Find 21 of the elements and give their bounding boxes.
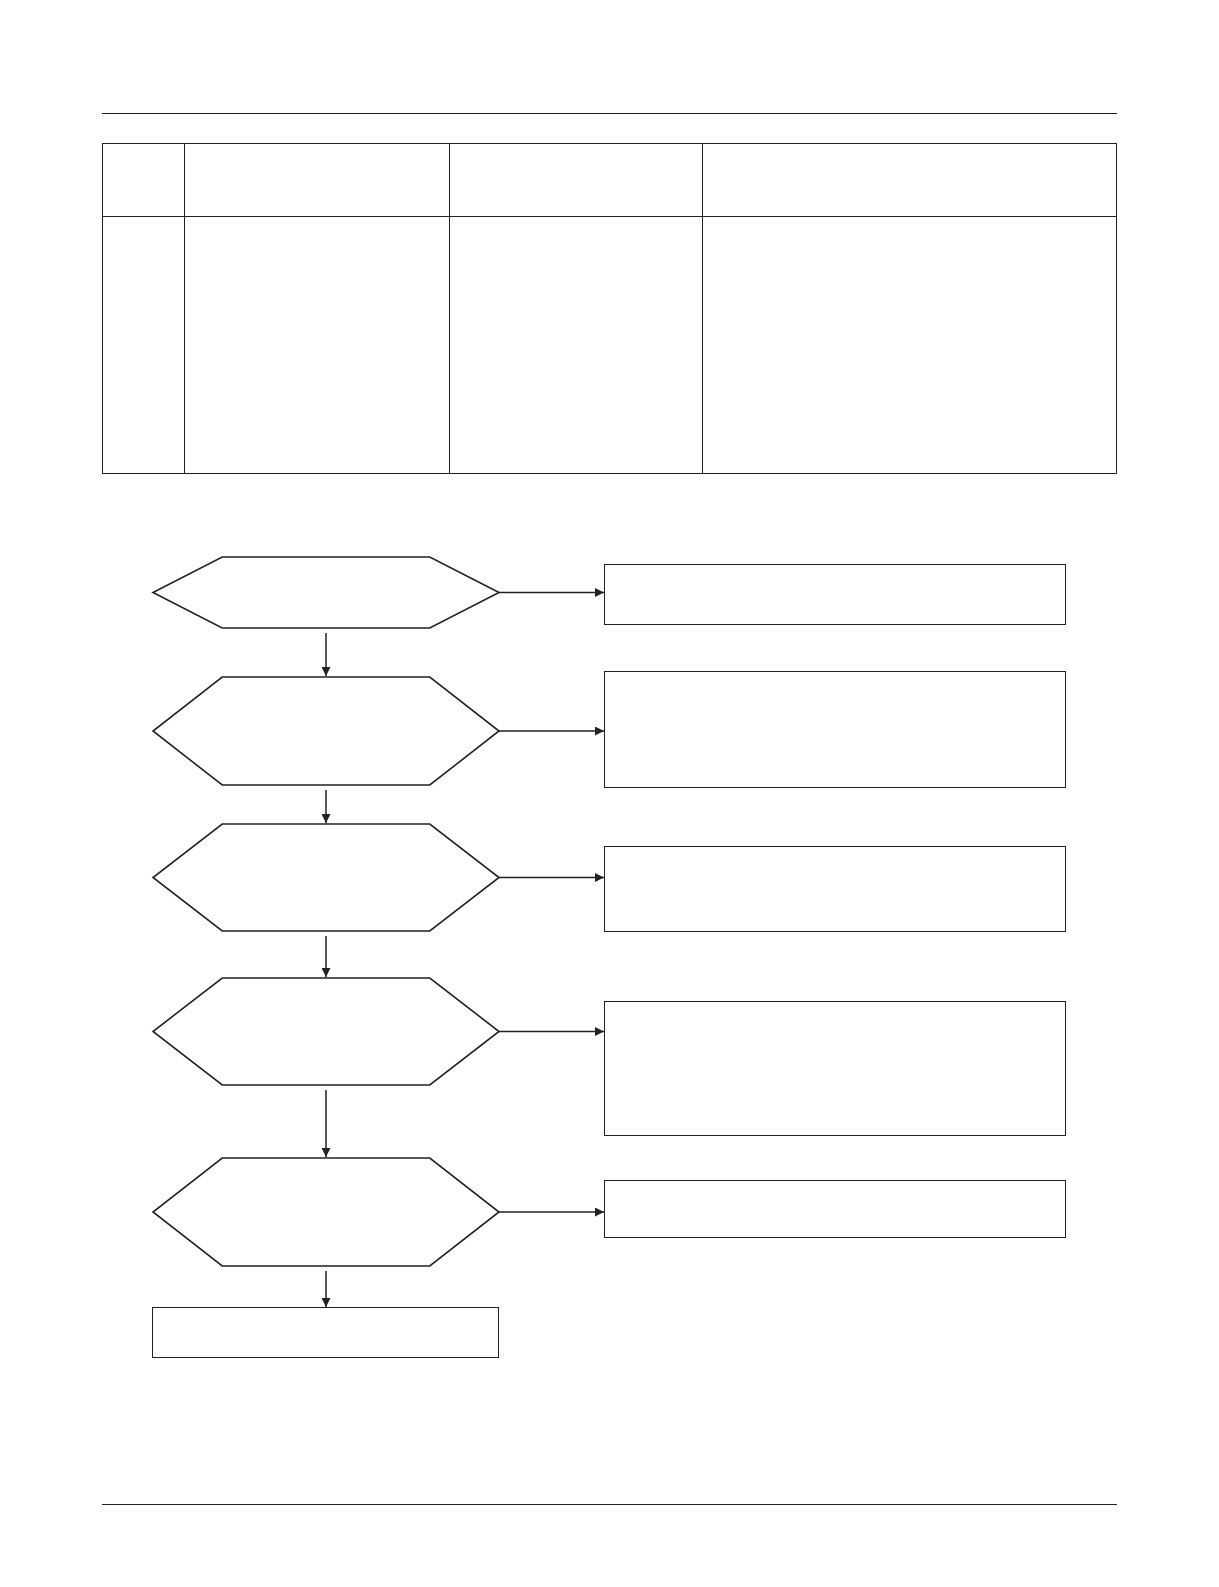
arrow	[321, 789, 331, 824]
arrow	[498, 1027, 605, 1036]
process-box	[604, 1001, 1066, 1136]
decision-hexagon	[153, 823, 499, 932]
arrow	[498, 726, 605, 736]
process-box	[604, 846, 1066, 932]
arrow	[321, 935, 331, 978]
arrow	[321, 632, 331, 677]
arrow	[321, 1089, 331, 1158]
process-box	[604, 671, 1066, 788]
arrow	[321, 1270, 331, 1308]
decision-hexagon	[153, 676, 499, 786]
process-box	[604, 564, 1066, 625]
decision-hexagon	[153, 556, 499, 629]
arrow	[498, 1207, 605, 1217]
arrow	[498, 873, 605, 882]
process-box	[604, 1180, 1066, 1238]
arrow	[498, 588, 605, 597]
decision-hexagon	[153, 1157, 499, 1267]
decision-hexagon	[153, 977, 499, 1086]
process-box	[152, 1307, 499, 1358]
